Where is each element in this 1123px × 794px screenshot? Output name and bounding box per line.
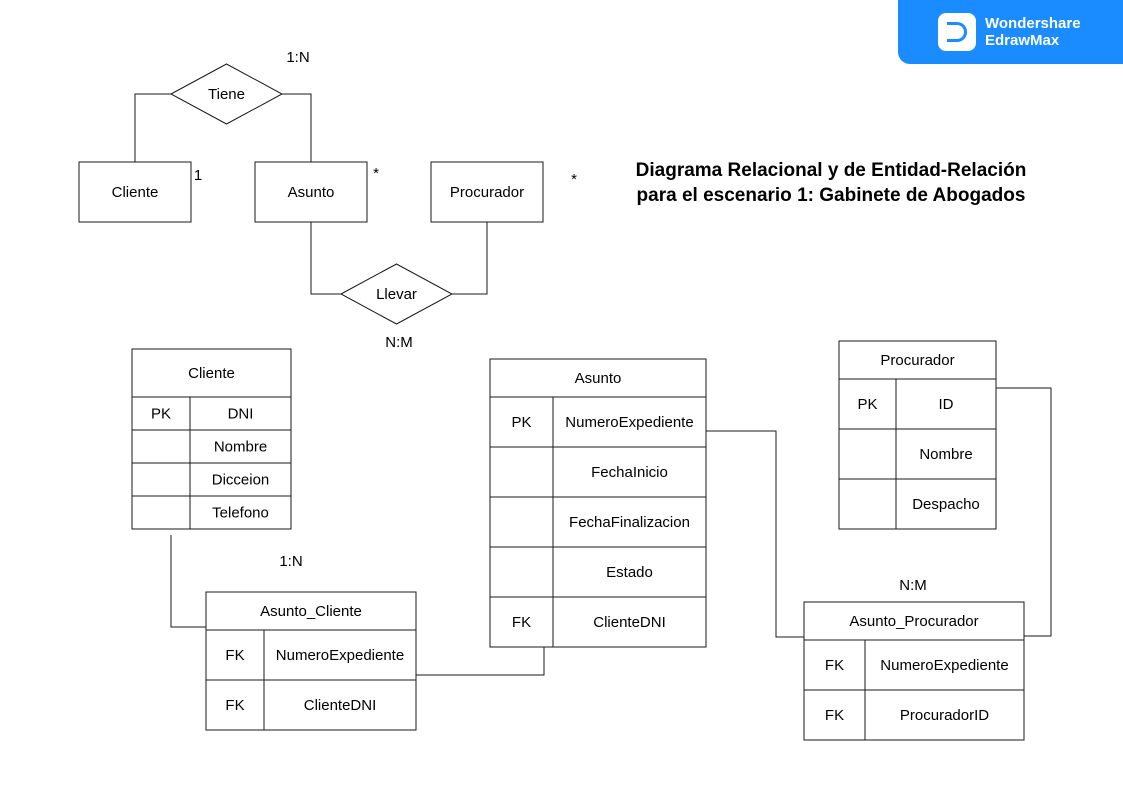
table-header: Procurador — [880, 352, 954, 369]
brand-badge[interactable]: Wondershare EdrawMax — [898, 0, 1123, 64]
connector-cliente-tiene — [134, 93, 171, 162]
field-cell: ClienteDNI — [593, 614, 666, 631]
table-header: Asunto — [575, 370, 622, 387]
er-relationship-tiene-label: Tiene — [208, 86, 245, 103]
field-cell: Nombre — [919, 446, 972, 463]
cardinality-asunto-procurador: N:M — [899, 577, 927, 594]
er-relationship-llevar[interactable]: Llevar — [339, 263, 454, 325]
table-header: Asunto_Cliente — [260, 603, 362, 620]
field-cell: Despacho — [912, 496, 980, 513]
field-cell: ClienteDNI — [304, 697, 377, 714]
cardinality-asunto-cliente: 1:N — [279, 553, 302, 570]
table-header: Asunto_Procurador — [849, 613, 978, 630]
field-cell: Telefono — [212, 505, 269, 522]
er-entity-cliente[interactable]: Cliente — [78, 161, 192, 223]
connector-asunto-asunto-procurador — [706, 430, 804, 638]
field-cell: NumeroExpediente — [276, 647, 404, 664]
er-entity-procurador-label: Procurador — [450, 184, 524, 201]
brand-name-line-1: Wondershare — [985, 15, 1081, 32]
table-header: Cliente — [188, 365, 235, 382]
brand-name-line-2: EdrawMax — [985, 32, 1060, 49]
cardinality-llevar: N:M — [385, 334, 413, 351]
multiplicity-cliente: 1 — [194, 167, 202, 184]
connector-asunto-cliente-asunto — [416, 647, 545, 676]
connector-asunto-llevar — [310, 222, 341, 295]
field-cell: NumeroExpediente — [880, 657, 1008, 674]
connector-cliente-asunto-cliente — [170, 535, 206, 628]
multiplicity-procurador: * — [571, 171, 577, 188]
key-cell: PK — [151, 406, 171, 423]
er-relationship-llevar-label: Llevar — [376, 286, 417, 303]
key-cell: FK — [225, 647, 244, 664]
connector-procurador-asunto-procurador — [996, 387, 1052, 637]
er-entity-cliente-label: Cliente — [112, 184, 159, 201]
field-cell: FechaInicio — [591, 464, 668, 481]
field-cell: ID — [939, 396, 954, 413]
key-cell: PK — [511, 414, 531, 431]
er-entity-asunto[interactable]: Asunto — [254, 161, 368, 223]
cardinality-tiene: 1:N — [286, 49, 309, 66]
er-relationship-tiene[interactable]: Tiene — [169, 63, 284, 125]
field-cell: Estado — [606, 564, 653, 581]
er-entity-asunto-label: Asunto — [288, 184, 335, 201]
key-cell: FK — [512, 614, 531, 631]
field-cell: Nombre — [214, 439, 267, 456]
key-cell: FK — [825, 657, 844, 674]
key-cell: FK — [825, 707, 844, 724]
field-cell: ProcuradorID — [900, 707, 989, 724]
connector-tiene-asunto — [282, 93, 312, 162]
edrawmax-logo-icon — [938, 13, 976, 51]
key-cell: PK — [857, 396, 877, 413]
er-entity-procurador[interactable]: Procurador — [430, 161, 544, 223]
field-cell: NumeroExpediente — [565, 414, 693, 431]
diagram-title-line-1: Diagrama Relacional y de Entidad-Relació… — [636, 160, 1027, 181]
field-cell: FechaFinalizacion — [569, 514, 690, 531]
multiplicity-asunto: * — [373, 165, 379, 182]
field-cell: DNI — [228, 406, 254, 423]
key-cell: FK — [225, 697, 244, 714]
connector-llevar-procurador — [452, 222, 488, 295]
diagram-title-line-2: para el escenario 1: Gabinete de Abogado… — [637, 185, 1026, 206]
field-cell: Dicceion — [212, 472, 270, 489]
